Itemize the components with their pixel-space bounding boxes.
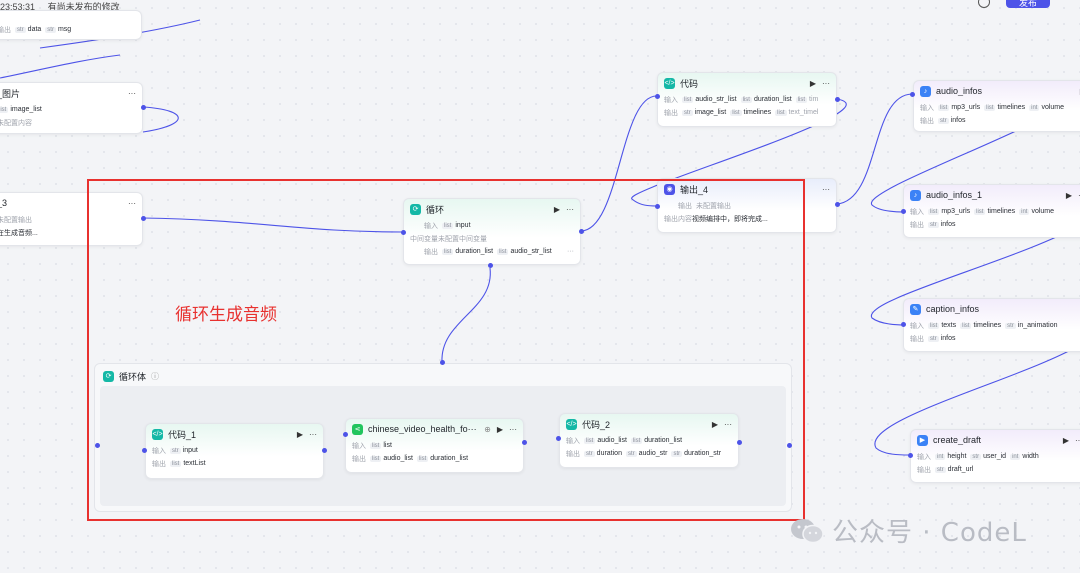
node-title: audio_infos: [936, 86, 983, 96]
annotation-label: 循环生成音频: [175, 305, 277, 325]
node-image[interactable]: _图片 ··· listimage_list 未配置内容: [0, 82, 143, 134]
node-title: 代码_1: [168, 429, 197, 440]
input-port[interactable]: [910, 92, 915, 97]
node-title: 代码: [680, 78, 699, 89]
node-title: create_draft: [933, 435, 982, 445]
input-port[interactable]: [343, 432, 348, 437]
edge-loop-code: [580, 95, 658, 232]
run-icon[interactable]: ▶: [1065, 190, 1072, 200]
edge-output4-audio: [836, 93, 913, 205]
publish-button[interactable]: 发布: [1006, 0, 1050, 8]
history-icon[interactable]: [978, 0, 990, 8]
more-icon[interactable]: ···: [822, 184, 830, 194]
output-port[interactable]: [522, 440, 527, 445]
unpublished-notice: 有尚未发布的修改: [47, 2, 120, 12]
save-time: 23:53:31: [0, 2, 36, 12]
input-port[interactable]: [655, 94, 660, 99]
edge-node3-loop: [142, 217, 404, 233]
edge-image-loopback: [142, 106, 179, 133]
more-icon[interactable]: ···: [509, 424, 517, 434]
loop-icon: ⟳: [103, 371, 114, 382]
more-icon[interactable]: ···: [1078, 191, 1080, 200]
share-icon: ⋖: [352, 423, 363, 435]
output-port[interactable]: [835, 97, 840, 102]
watermark: 公众号 · CodeL: [790, 512, 1027, 549]
plugin-icon: ♪: [920, 85, 931, 97]
more-icon[interactable]: ···: [566, 204, 574, 214]
edge-left-top2: [0, 54, 121, 79]
node-title: 输出_4: [680, 184, 709, 195]
node-title: _图片: [0, 88, 21, 99]
code-icon: </>: [152, 428, 163, 440]
watermark-text: 公众号 · CodeL: [832, 518, 1027, 548]
input-port[interactable]: [901, 209, 906, 214]
more-icon[interactable]: ···: [1075, 435, 1080, 445]
more-icon[interactable]: ···: [822, 78, 830, 88]
run-icon[interactable]: ▶: [1062, 435, 1069, 445]
node-title: _3: [0, 198, 8, 208]
node-title: caption_infos: [926, 304, 980, 314]
play-plugin-icon: ▶: [917, 434, 928, 446]
node-tts-plugin[interactable]: ⋖ chinese_video_health_fo··· ⊕ ▶ ··· 输入 …: [345, 418, 524, 473]
loop-icon: ⟳: [410, 203, 421, 215]
run-icon[interactable]: ▶: [809, 78, 816, 88]
top-status-bar: 23:53:31 有尚未发布的修改: [0, 0, 130, 12]
link-icon[interactable]: ⊕: [484, 424, 491, 434]
input-port[interactable]: [908, 453, 913, 458]
run-icon[interactable]: ▶: [296, 429, 303, 439]
node-output-4[interactable]: ◉ 输出_4 ··· 输出未配置输出 输出内容视频编排中，即将完成...: [657, 178, 837, 233]
loop-start-port[interactable]: [95, 443, 100, 448]
node-title: 代码_2: [582, 419, 611, 430]
output-port[interactable]: [322, 448, 327, 453]
code-icon: </>: [664, 77, 675, 89]
node-3[interactable]: _3 ··· 未配置输出 在生成音频...: [0, 192, 143, 246]
input-port[interactable]: [142, 448, 147, 453]
more-icon[interactable]: ···: [309, 429, 317, 439]
plugin-icon: ✎: [910, 303, 921, 315]
output-port[interactable]: [141, 216, 146, 221]
run-icon[interactable]: ▶: [496, 424, 503, 434]
node-title: chinese_video_health_fo···: [368, 424, 477, 434]
code-icon: </>: [566, 418, 577, 430]
input-port[interactable]: [401, 230, 406, 235]
loop-body-title: 循环体: [119, 372, 147, 382]
output-port[interactable]: [737, 440, 742, 445]
output-port[interactable]: [579, 229, 584, 234]
run-icon[interactable]: ▶: [553, 204, 560, 214]
node-title: audio_infos_1: [926, 190, 983, 200]
input-port[interactable]: [655, 204, 660, 209]
loop-body-port[interactable]: [488, 263, 493, 268]
info-icon[interactable]: ⓘ: [151, 372, 160, 381]
more-icon[interactable]: ···: [128, 88, 136, 98]
edge-loop-body: [441, 267, 491, 363]
wechat-icon: [790, 517, 824, 545]
input-port[interactable]: [556, 436, 561, 441]
run-icon[interactable]: ▶: [711, 419, 718, 429]
more-icon[interactable]: ···: [128, 198, 136, 208]
input-port[interactable]: [901, 322, 906, 327]
plugin-icon: ♪: [910, 189, 921, 201]
node-title: 循环: [426, 204, 445, 215]
loop-end-port[interactable]: [787, 443, 792, 448]
more-icon[interactable]: ···: [724, 419, 732, 429]
output-port[interactable]: [835, 202, 840, 207]
output-port[interactable]: [141, 105, 146, 110]
loop-body-input-port[interactable]: [440, 360, 445, 365]
output-icon: ◉: [664, 183, 675, 195]
